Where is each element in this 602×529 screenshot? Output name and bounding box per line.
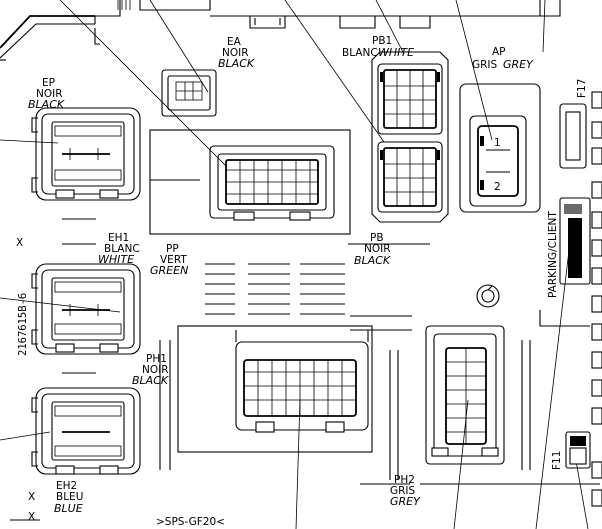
leader-lines xyxy=(0,0,589,529)
connector-eh2 xyxy=(31,387,141,475)
pb-fr-label: NOIR xyxy=(364,243,391,255)
connector-ph1 xyxy=(177,325,373,453)
eh2-fr-label: BLEU xyxy=(56,491,83,503)
fuse-f11-label: F11 xyxy=(551,451,563,470)
ap-pin-1-label: 1 xyxy=(494,137,501,149)
x-mark-left: X xyxy=(16,237,23,249)
connector-ea xyxy=(161,69,217,117)
ph1-code-label: PH1 xyxy=(146,353,167,365)
relay-parking-client: PARKING/CLIENT xyxy=(547,197,591,298)
ap-en-label: GREY xyxy=(503,58,534,71)
eh1-en-label: WHITE xyxy=(98,253,134,266)
connector-center-main xyxy=(149,129,351,235)
ph1-fr-label: NOIR xyxy=(142,364,169,376)
fuse-f11: F11 xyxy=(551,431,591,470)
x-mark-bottom-2: X xyxy=(28,511,35,523)
ap-code-label: AP xyxy=(492,46,506,58)
ea-en-label: BLACK xyxy=(218,57,255,70)
ap-pin-2-label: 2 xyxy=(494,181,501,193)
eh2-en-label: BLUE xyxy=(54,502,83,515)
fuse-f17: F17 xyxy=(559,79,588,169)
parking-client-label: PARKING/CLIENT xyxy=(547,211,559,298)
connector-pb1 xyxy=(371,51,449,223)
pb-code-label: PB xyxy=(370,232,384,244)
pb1-code-label: PB1 xyxy=(372,35,392,47)
connector-eh1 xyxy=(31,263,141,355)
ap-fr-label: GRIS xyxy=(472,59,498,71)
ea-code-label: EA xyxy=(227,36,242,48)
material-code-label: >SPS-GF20< xyxy=(156,516,225,528)
eh1-fr-label: BLANC xyxy=(104,243,140,255)
pb-en-label: BLACK xyxy=(354,254,391,267)
pp-en-label: GREEN xyxy=(150,264,188,277)
connector-pb xyxy=(377,141,443,213)
eh2-code-label: EH2 xyxy=(56,480,77,492)
ep-code-label: EP xyxy=(42,77,55,89)
misc-ribs xyxy=(10,218,600,521)
ph2-fr-label: GRIS xyxy=(390,485,416,497)
connector-ap: 1 2 xyxy=(459,83,541,213)
spiral-mark xyxy=(476,284,500,308)
ph2-en-label: GREY xyxy=(390,495,421,508)
ep-fr-label: NOIR xyxy=(36,88,63,100)
right-edge-sockets xyxy=(591,91,602,507)
eh1-code-label: EH1 xyxy=(108,232,129,244)
pp-rib-grille xyxy=(205,243,430,331)
ea-fr-label: NOIR xyxy=(222,47,249,59)
pb1-fr-label: BLANC xyxy=(342,47,378,59)
connector-ph2 xyxy=(425,325,505,465)
ph2-code-label: PH2 xyxy=(394,474,415,486)
connector-ep-pins xyxy=(54,125,122,181)
pb1-en-label: WHITE xyxy=(378,46,414,59)
housing-outline xyxy=(0,0,561,61)
x-mark-bottom-1: X xyxy=(28,491,35,503)
fuse-f17-label: F17 xyxy=(576,79,588,98)
ph1-en-label: BLACK xyxy=(132,374,169,387)
connector-ep xyxy=(31,107,141,201)
pp-fr-label: VERT xyxy=(160,254,187,266)
ep-en-label: BLACK xyxy=(28,98,65,111)
pp-code-label: PP xyxy=(166,243,179,255)
part-number-label: 2167615B-6 xyxy=(17,293,29,356)
